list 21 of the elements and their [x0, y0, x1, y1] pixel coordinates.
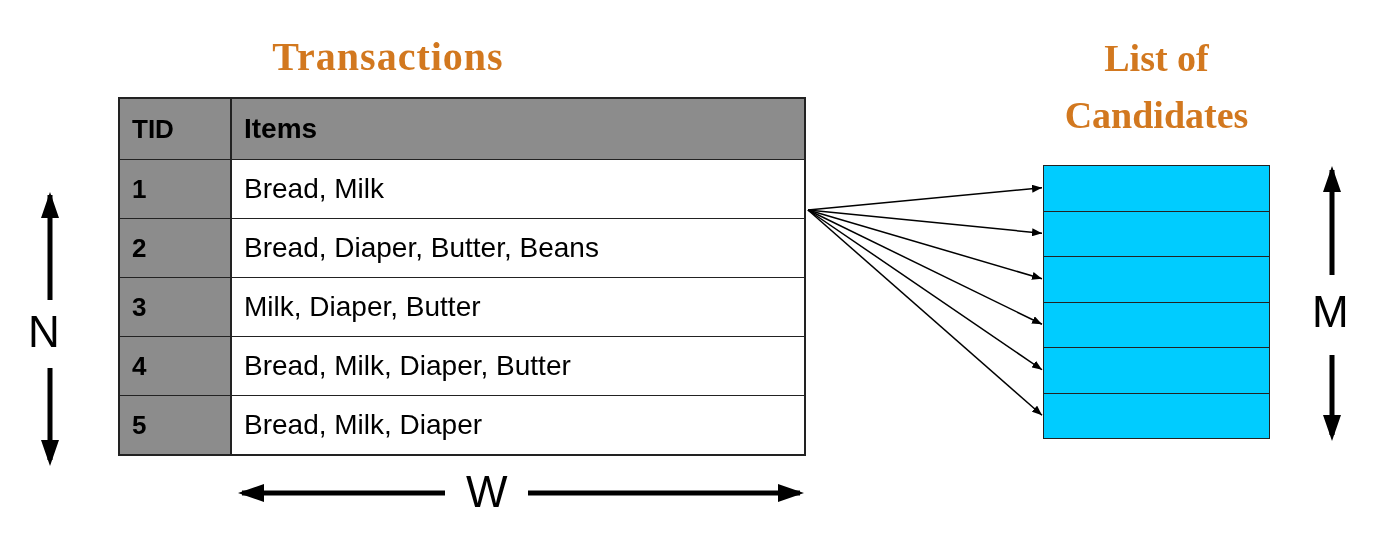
- dimension-label: N: [28, 310, 60, 354]
- table-title: Transactions: [271, 37, 505, 81]
- dimension-label: W: [466, 470, 508, 514]
- table-cell: 5: [120, 396, 232, 454]
- dimension-label: M: [1312, 290, 1349, 334]
- candidate-box: [1044, 256, 1269, 302]
- candidate-box: [1044, 301, 1269, 347]
- candidate-box: [1044, 210, 1269, 256]
- arrow: [807, 209, 1043, 416]
- list-title: List of Candidates: [1063, 36, 1250, 138]
- table-cell: 1: [120, 160, 232, 218]
- column-header: Items: [232, 99, 804, 159]
- arrow: [807, 209, 1043, 325]
- candidate-box: [1044, 392, 1269, 438]
- column-header: TID: [120, 99, 232, 159]
- candidate-box: [1044, 347, 1269, 393]
- arrow: [807, 209, 1043, 237]
- table-cell: 4: [120, 337, 232, 395]
- candidate-box: [1044, 166, 1269, 211]
- table-cell: 2: [120, 219, 232, 277]
- table-cell: 3: [120, 278, 232, 336]
